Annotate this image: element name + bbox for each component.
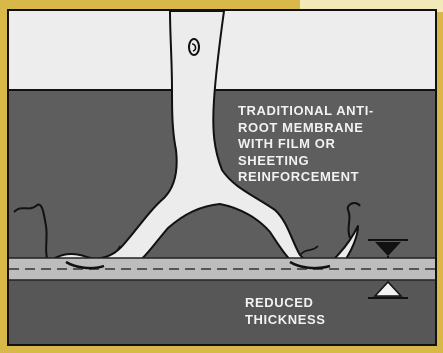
membrane-label-line: REINFORCEMENT xyxy=(238,169,374,186)
reduced-label-line: REDUCED xyxy=(245,295,326,312)
reduced-label-line: THICKNESS xyxy=(245,312,326,329)
membrane-label: TRADITIONAL ANTI- ROOT MEMBRANE WITH FIL… xyxy=(238,103,374,186)
reduced-thickness-label: REDUCED THICKNESS xyxy=(245,295,326,328)
lower-layer xyxy=(9,281,435,344)
membrane-label-line: ROOT MEMBRANE xyxy=(238,120,374,137)
membrane-label-line: TRADITIONAL ANTI- xyxy=(238,103,374,120)
membrane-label-line: SHEETING xyxy=(238,153,374,170)
membrane-label-line: WITH FILM OR xyxy=(238,136,374,153)
